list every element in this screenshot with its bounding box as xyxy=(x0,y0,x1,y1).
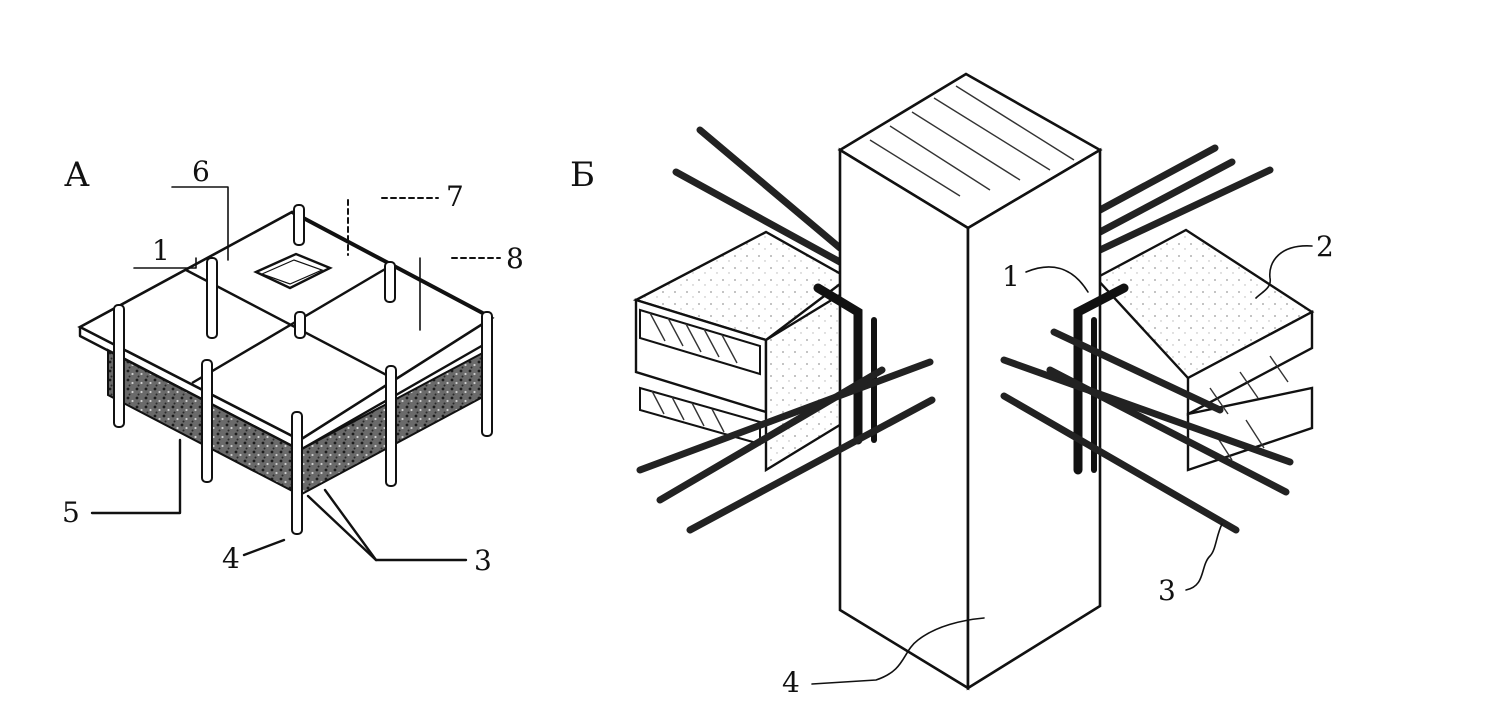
callout-a-8: 8 xyxy=(506,242,524,275)
slab-opening xyxy=(253,252,333,290)
figure-b: Б xyxy=(570,72,1334,699)
left-slab xyxy=(632,230,851,473)
panel-line-2 xyxy=(191,263,393,385)
front-rods xyxy=(636,328,1294,534)
callout-a-5: 5 xyxy=(62,496,80,529)
callout-a-7: 7 xyxy=(446,180,464,213)
vertical-rods xyxy=(113,204,493,535)
callout-a-6: 6 xyxy=(192,155,210,188)
callout-b-3: 3 xyxy=(1158,574,1176,607)
callout-b-1: 1 xyxy=(1002,260,1020,293)
callout-a-3: 3 xyxy=(474,544,492,577)
figure-b-callouts: 1 2 3 4 xyxy=(782,230,1334,699)
figure-b-letter: Б xyxy=(570,155,595,195)
callout-a-4: 4 xyxy=(222,542,240,575)
back-rods xyxy=(672,126,1274,266)
figure-a-callouts: 6 1 7 8 5 4 3 xyxy=(62,155,524,577)
figure-a: А 6 xyxy=(62,155,524,577)
callout-a-1: 1 xyxy=(152,234,170,267)
callout-b-2: 2 xyxy=(1316,230,1334,263)
callout-b-4: 4 xyxy=(782,666,800,699)
figure-a-letter: А xyxy=(64,155,90,195)
